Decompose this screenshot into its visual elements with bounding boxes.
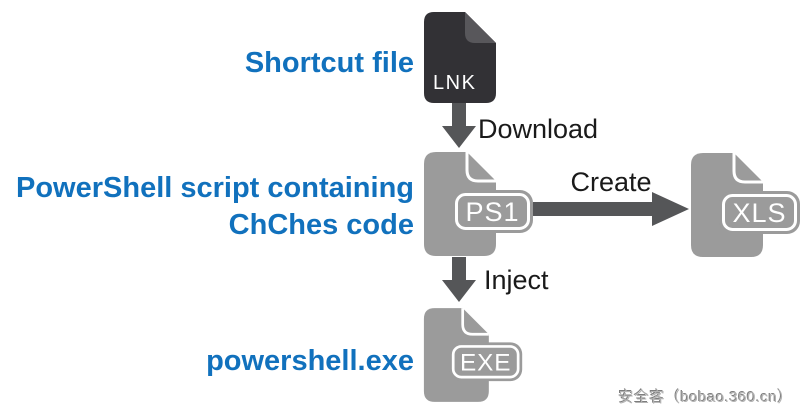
right-arrow-shape xyxy=(533,192,689,226)
ps1-badge-border xyxy=(455,193,530,230)
inject-arrow-icon xyxy=(442,257,476,302)
ps1-file-icon: PS1 xyxy=(424,152,533,256)
ps1-file-fold-line xyxy=(465,152,496,183)
download-arrow-label: Download xyxy=(478,114,599,144)
xls-file-icon: XLS xyxy=(691,153,800,257)
create-arrow-icon xyxy=(533,192,689,226)
label-powershell-exe: powershell.exe xyxy=(206,345,414,377)
xls-badge xyxy=(719,191,800,234)
down-arrow-shape xyxy=(442,103,476,148)
exe-file-ext: EXE xyxy=(460,349,511,376)
label-powershell-script-line1: PowerShell script containing xyxy=(15,172,414,204)
create-arrow-label: Create xyxy=(570,167,652,197)
lnk-file-icon: LNK xyxy=(424,12,496,103)
lnk-file-fold xyxy=(465,12,496,43)
exe-badge xyxy=(449,342,523,382)
exe-badge-border xyxy=(451,345,520,379)
inject-arrow-label: Inject xyxy=(484,265,549,295)
xls-badge-border xyxy=(722,194,797,231)
ps1-file-ext: PS1 xyxy=(465,197,519,227)
lnk-file-ext: LNK xyxy=(433,72,476,94)
watermark-text: 安全客（bobao.360.cn） xyxy=(618,389,793,406)
xls-file-fold-line xyxy=(732,153,763,184)
label-powershell-script-line2: ChChes code xyxy=(228,209,414,241)
down-arrow-shape xyxy=(442,257,476,302)
exe-file-icon: EXE xyxy=(423,308,523,402)
label-shortcut-file: Shortcut file xyxy=(244,47,414,79)
download-arrow-icon xyxy=(442,103,476,148)
xls-file-ext: XLS xyxy=(732,198,786,228)
ps1-badge xyxy=(452,190,533,233)
label-powershell-script: PowerShell script containing ChChes code xyxy=(0,170,414,244)
exe-file-fold-line xyxy=(461,308,489,336)
